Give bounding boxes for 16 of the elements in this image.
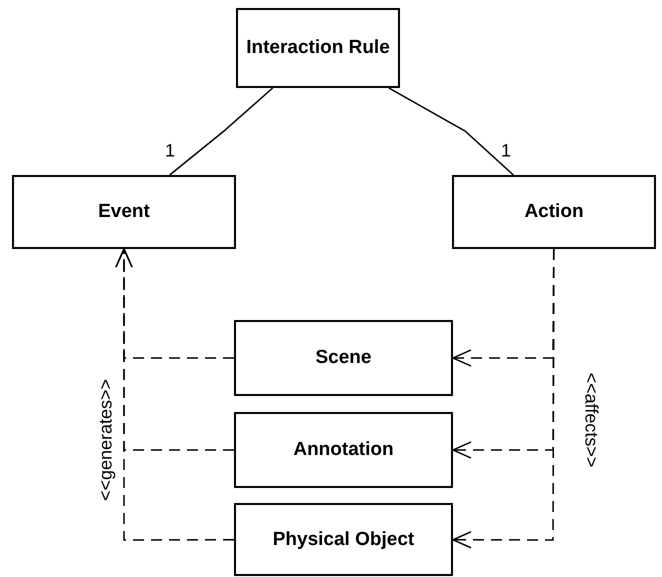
association-line [388,87,514,176]
class-box [452,175,656,249]
class-box [234,320,453,396]
class-name: Action [524,201,584,223]
dashed-arrow [115,248,234,541]
class-box [236,8,400,88]
dashed-arrow [452,249,555,549]
association-line [169,87,274,176]
class-name: Scene [316,347,372,369]
class-name: Event [98,201,150,223]
class-box [234,412,453,488]
class-name: Physical Object [272,528,414,550]
class-box [12,175,236,249]
class-box [234,503,453,576]
class-name: Interaction Rule [246,37,390,59]
class-name: Annotation [293,439,394,461]
